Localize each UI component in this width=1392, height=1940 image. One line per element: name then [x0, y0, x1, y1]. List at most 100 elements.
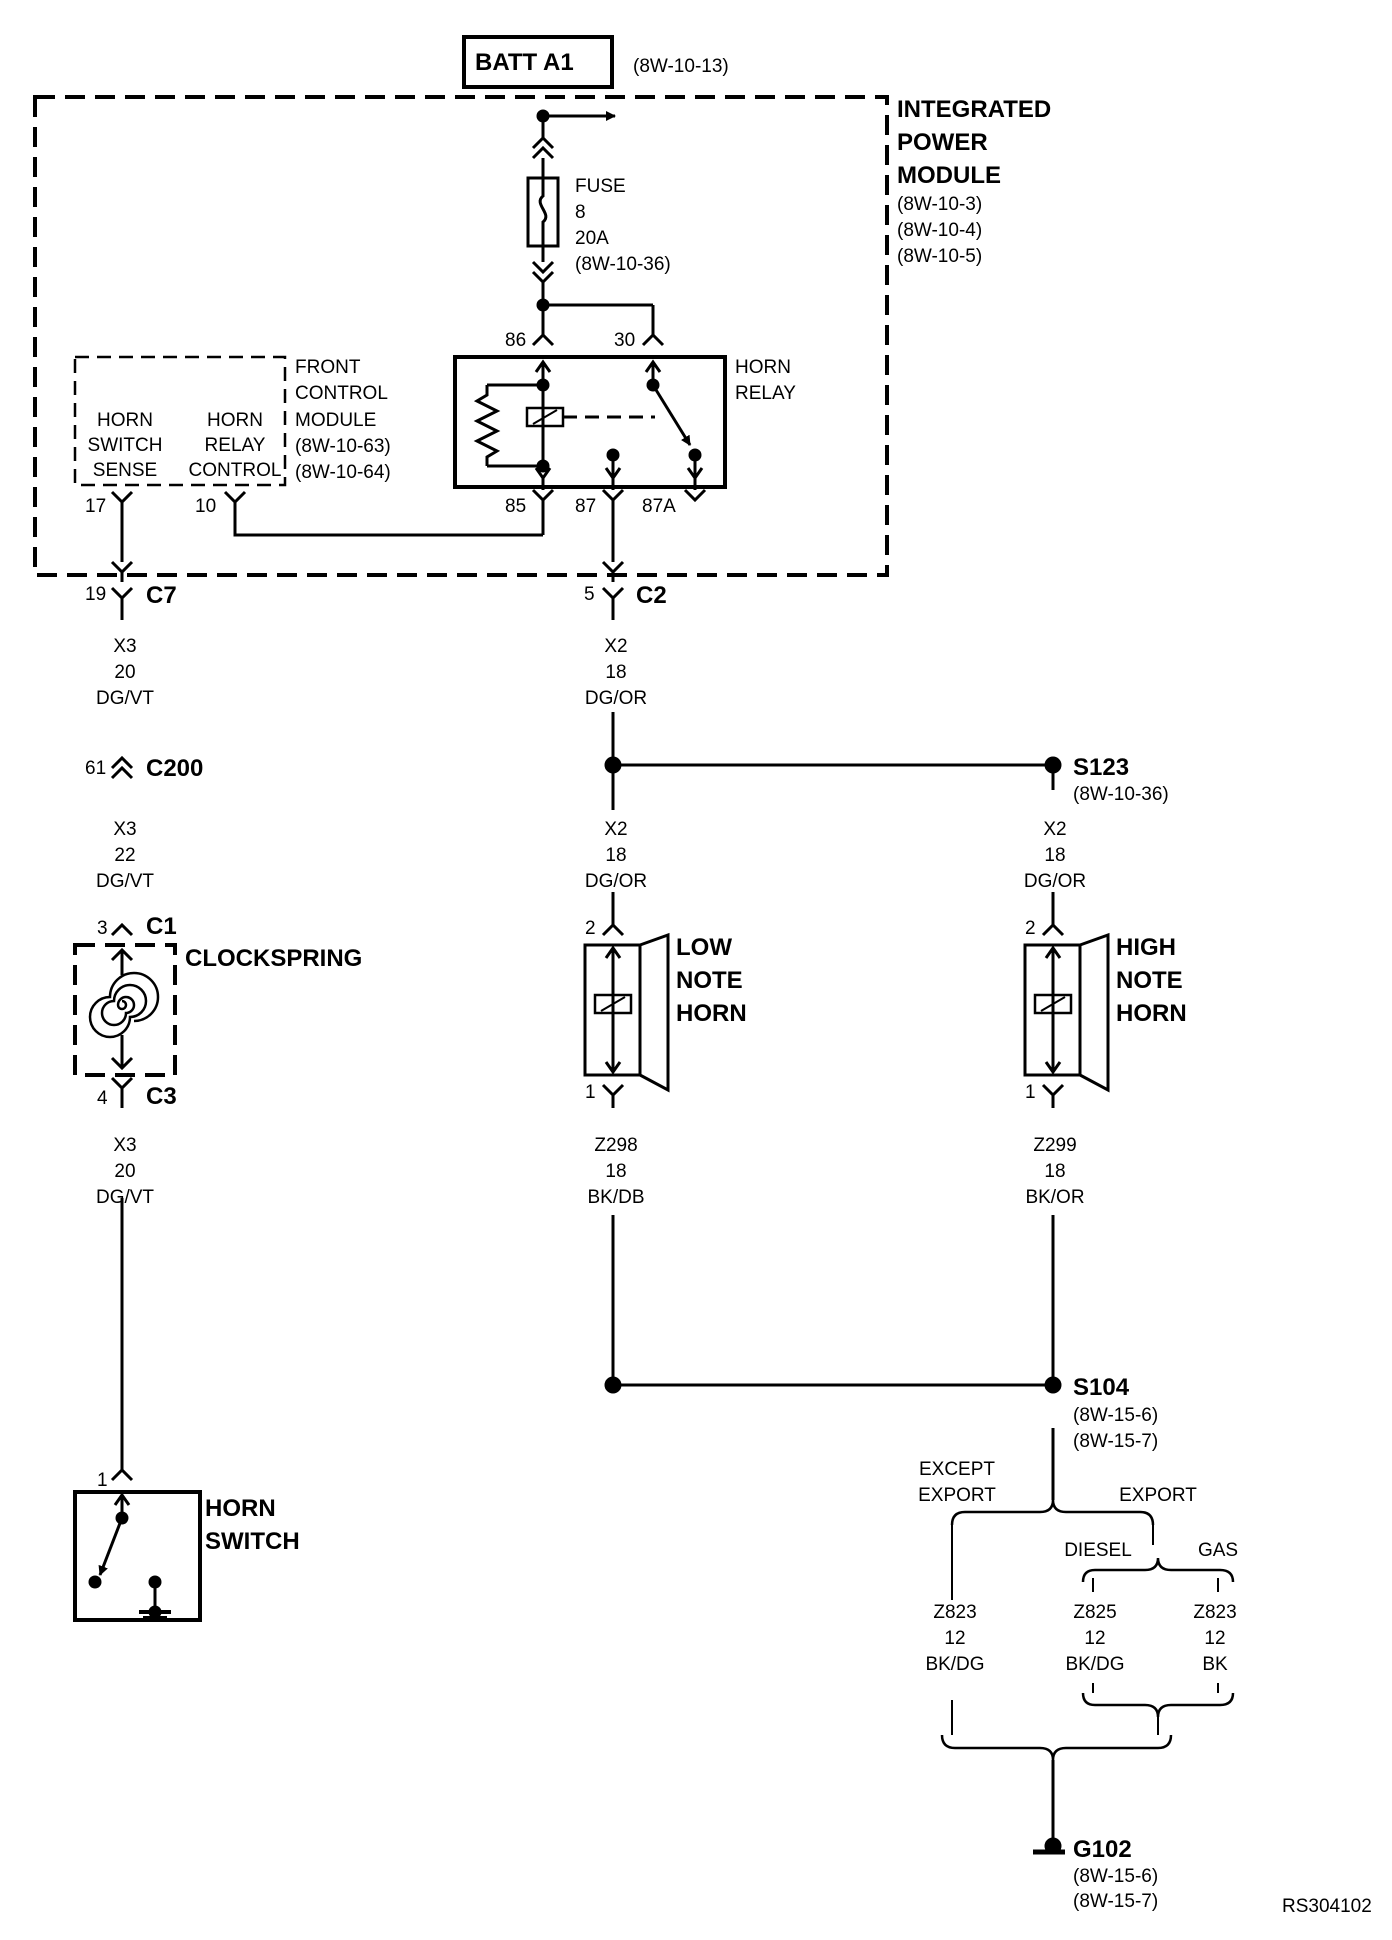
relay-switch-arm — [651, 384, 692, 446]
low-horn-title-2: NOTE — [676, 967, 743, 994]
wire1-circuit: X3 — [113, 636, 136, 657]
wire8-circuit: Z299 — [1033, 1135, 1076, 1156]
wire10-color: BK/DG — [1065, 1654, 1124, 1675]
horn-relay-box — [453, 355, 727, 489]
ipm-outline — [33, 95, 889, 577]
c3-connector — [110, 1076, 134, 1108]
low-horn-coil-diag — [600, 996, 626, 1012]
wire8-gauge: 18 — [1044, 1161, 1065, 1182]
ipm-ref-1: (8W-10-3) — [897, 194, 982, 215]
s123-name: S123 — [1073, 754, 1129, 781]
fcm-title-1: FRONT — [295, 357, 361, 378]
low-horn-body — [583, 943, 642, 1077]
high-horn-title-1: HIGH — [1116, 934, 1176, 961]
wire4-circuit: X2 — [604, 636, 627, 657]
low-horn-connector-bottom — [601, 1083, 625, 1108]
relay-resistor — [473, 385, 501, 466]
relay-node-1 — [536, 378, 550, 392]
high-horn-connector-top — [1041, 922, 1065, 937]
option-diesel: DIESEL — [1064, 1540, 1132, 1561]
low-horn-pin-bottom: 1 — [585, 1082, 596, 1103]
c1-connector — [110, 922, 134, 937]
wire2-circuit: X3 — [113, 819, 136, 840]
fcm-sense-2: SWITCH — [88, 435, 163, 456]
wire9-color: BK/DG — [925, 1654, 984, 1675]
s104-ref-2: (8W-15-7) — [1073, 1431, 1158, 1452]
batt-box — [462, 35, 614, 89]
high-horn-pin-top: 2 — [1025, 918, 1036, 939]
high-horn-pin-bottom: 1 — [1025, 1082, 1036, 1103]
ground-ref-2: (8W-15-7) — [1073, 1891, 1158, 1912]
c3-name: C3 — [146, 1083, 177, 1110]
clockspring-outline — [73, 943, 177, 1077]
relay-pin30: 30 — [614, 330, 635, 351]
wire9-gauge: 12 — [944, 1628, 965, 1649]
high-horn-coil — [1033, 993, 1073, 1015]
wire1-color: DG/VT — [96, 688, 154, 709]
batt-label: BATT A1 — [475, 49, 574, 76]
option-gas: GAS — [1198, 1540, 1238, 1561]
high-horn-title-2: NOTE — [1116, 967, 1183, 994]
horn-switch-ground-dot — [148, 1605, 162, 1619]
high-horn-body — [1023, 943, 1082, 1077]
c1-name: C1 — [146, 913, 177, 940]
wire5-gauge: 18 — [605, 845, 626, 866]
wire4-gauge: 18 — [605, 662, 626, 683]
fcm-control-3: CONTROL — [189, 460, 282, 481]
fuse-label-2: 8 — [575, 202, 586, 223]
c2-connector — [601, 560, 625, 620]
ipm-title-1: INTEGRATED — [897, 96, 1051, 123]
s123-ref: (8W-10-36) — [1073, 784, 1169, 805]
pin86-connector — [531, 332, 555, 347]
relay-node-2 — [536, 459, 550, 473]
low-horn-bottom-arrow — [604, 1061, 622, 1075]
horn-switch-title-1: HORN — [205, 1495, 276, 1522]
pin87a-connector — [683, 488, 707, 503]
low-horn-pin-top: 2 — [585, 918, 596, 939]
fcm-pin17: 17 — [85, 496, 106, 517]
fcm-control-1: HORN — [207, 410, 263, 431]
relay-pin87: 87 — [575, 496, 596, 517]
pin87-connector — [601, 488, 625, 503]
wire3-color: DG/VT — [96, 1187, 154, 1208]
ipm-ref-2: (8W-10-4) — [897, 220, 982, 241]
fcm-title-5: (8W-10-64) — [295, 462, 391, 483]
fuse-label-1: FUSE — [575, 176, 626, 197]
wire3-circuit: X3 — [113, 1135, 136, 1156]
wire5-circuit: X2 — [604, 819, 627, 840]
c200-connector — [110, 755, 134, 780]
fcm-outline — [73, 355, 287, 487]
wire11-color: BK — [1202, 1654, 1228, 1675]
option-brace-export — [1081, 1557, 1235, 1583]
horn-switch-box — [73, 1490, 202, 1622]
wire10-gauge: 12 — [1084, 1628, 1105, 1649]
c1-pin: 3 — [97, 918, 108, 939]
relay-title-1: HORN — [735, 357, 791, 378]
c7-name: C7 — [146, 582, 177, 609]
relay-pin85: 85 — [505, 496, 526, 517]
relay-pin86: 86 — [505, 330, 526, 351]
horn-switch-node-2 — [88, 1575, 102, 1589]
wire6-circuit: X2 — [1043, 819, 1066, 840]
relay-pin87a: 87A — [642, 496, 676, 517]
clockspring-bottom-arrow — [110, 1056, 134, 1071]
pin30-connector — [641, 332, 665, 347]
fcm-sense-3: SENSE — [93, 460, 157, 481]
fcm-title-2: CONTROL — [295, 383, 388, 404]
wire4-color: DG/OR — [585, 688, 647, 709]
wire5-color: DG/OR — [585, 871, 647, 892]
high-horn-bottom-arrow — [1044, 1061, 1062, 1075]
option-except-export-2: EXPORT — [918, 1485, 996, 1506]
ground-ref-1: (8W-15-6) — [1073, 1866, 1158, 1887]
wire7-gauge: 18 — [605, 1161, 626, 1182]
pin85-connector — [531, 488, 555, 535]
horn-switch-title-2: SWITCH — [205, 1528, 300, 1555]
wire6-color: DG/OR — [1024, 871, 1086, 892]
low-horn-coil — [593, 993, 633, 1015]
ground-dot — [1044, 1837, 1062, 1855]
horn-switch-contact — [98, 1517, 124, 1576]
fuse-element — [538, 178, 548, 246]
wire9-circuit: Z823 — [933, 1602, 976, 1623]
wire6-gauge: 18 — [1044, 845, 1065, 866]
